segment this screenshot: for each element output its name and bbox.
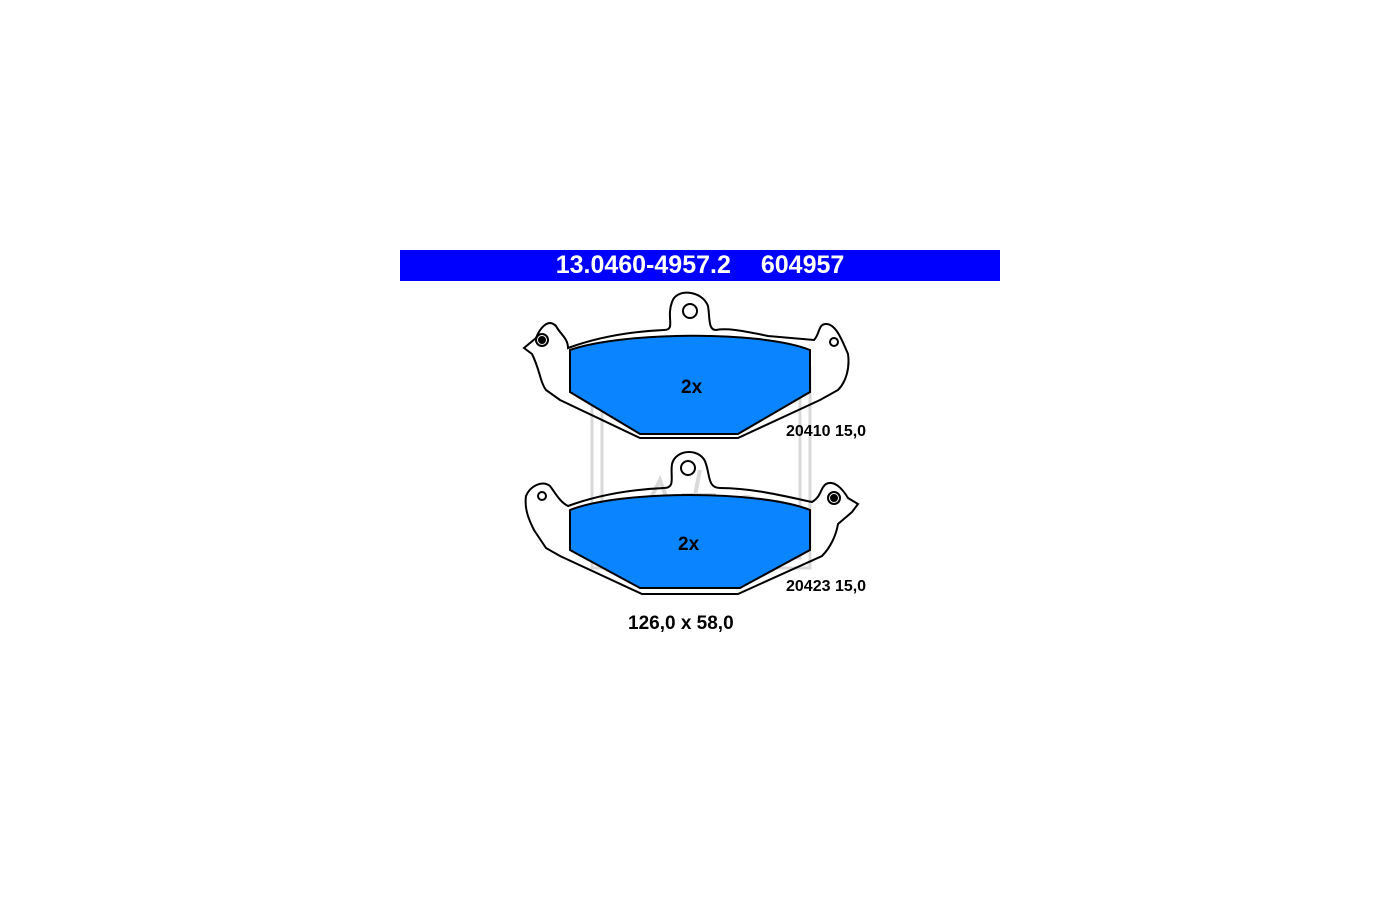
upper-pad-quantity: 2x <box>681 377 703 398</box>
pad-dimensions: 126,0 x 58,0 <box>628 613 734 634</box>
header-bar: 13.0460-4957.2 604957 <box>400 250 1000 281</box>
upper-pad-backing-plate <box>522 291 850 439</box>
article-number: 604957 <box>760 251 845 279</box>
lower-pad-spec: 20423 15,0 <box>786 578 867 595</box>
upper-pad-spec: 20410 15,0 <box>786 423 867 440</box>
lower-pad-quantity: 2x <box>678 534 700 555</box>
part-number: 13.0460-4957.2 <box>555 251 731 279</box>
lower-pad-backing-plate <box>524 451 860 595</box>
lower-pad-friction-material <box>569 494 811 589</box>
upper-pad-friction-material <box>569 334 811 435</box>
